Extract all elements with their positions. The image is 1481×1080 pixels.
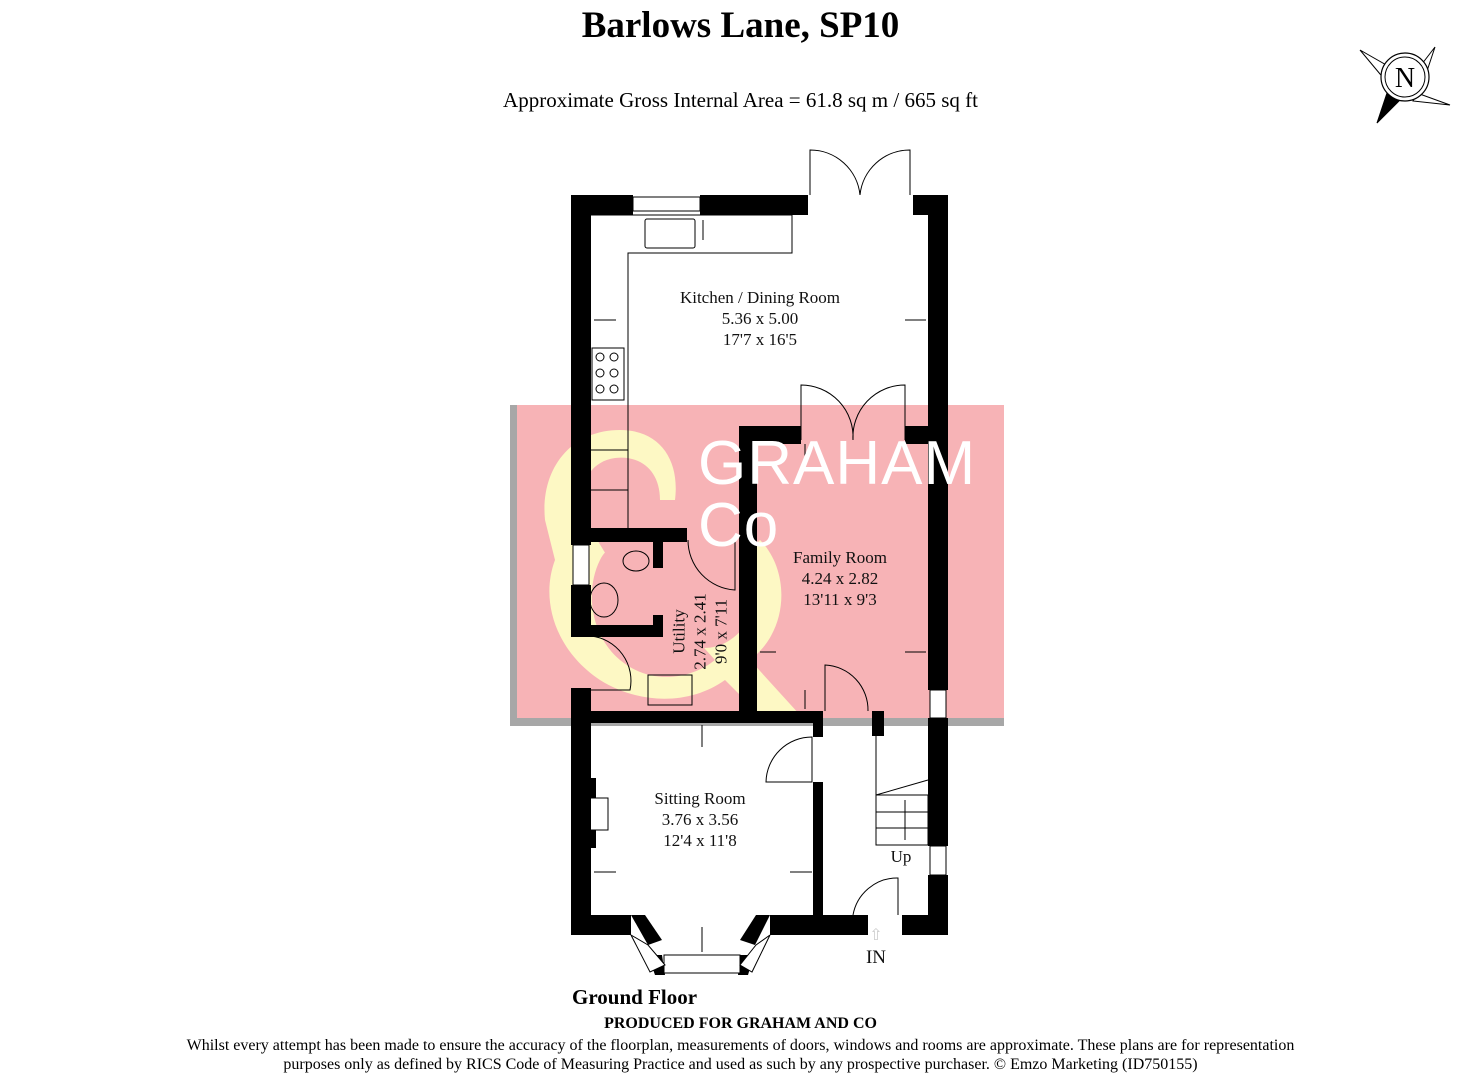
gross-internal-area: Approximate Gross Internal Area = 61.8 s… (503, 88, 978, 112)
room-kitchen-dining: Kitchen / Dining Room 5.36 x 5.00 17'7 x… (660, 287, 860, 350)
produced-for: PRODUCED FOR GRAHAM AND CO (604, 1015, 877, 1032)
kitchen-fittings (589, 149, 929, 916)
floor-label: Ground Floor (572, 985, 698, 1009)
windows (572, 196, 947, 974)
room-metric: 4.24 x 2.82 (801, 569, 879, 588)
room-metric: 5.36 x 5.00 (721, 309, 799, 328)
room-imperial: 12'4 x 11'8 (663, 831, 737, 850)
room-family: Family Room 4.24 x 2.82 13'11 x 9'3 (770, 547, 910, 610)
room-imperial: 13'11 x 9'3 (803, 590, 877, 609)
watermark-graham: GRAHAM (698, 429, 977, 498)
plan-title: Barlows Lane, SP10 (581, 5, 900, 46)
room-metric: 3.76 x 3.56 (661, 810, 739, 829)
entrance-label: IN (865, 947, 887, 968)
disclaimer-line-1: Whilst every attempt has been made to en… (186, 1037, 1295, 1054)
north-compass-icon: N (1359, 46, 1451, 124)
room-name: Kitchen / Dining Room (679, 288, 841, 307)
watermark-co: Co (698, 491, 780, 560)
disclaimer: Whilst every attempt has been made to en… (100, 1036, 1381, 1074)
walls (571, 195, 948, 975)
room-metric: 2.74 x 2.41 (690, 593, 710, 670)
dimension-arrows (594, 220, 926, 952)
room-imperial: 9'0 x 7'11 (711, 599, 731, 664)
room-imperial: 17'7 x 16'5 (722, 330, 798, 349)
room-utility: Utility 2.74 x 2.41 9'0 x 7'11 (669, 577, 732, 687)
stairs-up-label: Up (890, 847, 912, 866)
room-name: Sitting Room (654, 789, 746, 808)
disclaimer-line-2: purposes only as defined by RICS Code of… (283, 1056, 1198, 1073)
svg-text:⇧: ⇧ (869, 927, 882, 944)
svg-text:N: N (1395, 63, 1415, 94)
room-name: Utility (669, 609, 689, 654)
room-sitting: Sitting Room 3.76 x 3.56 12'4 x 11'8 (630, 788, 770, 851)
room-name: Family Room (793, 548, 887, 567)
